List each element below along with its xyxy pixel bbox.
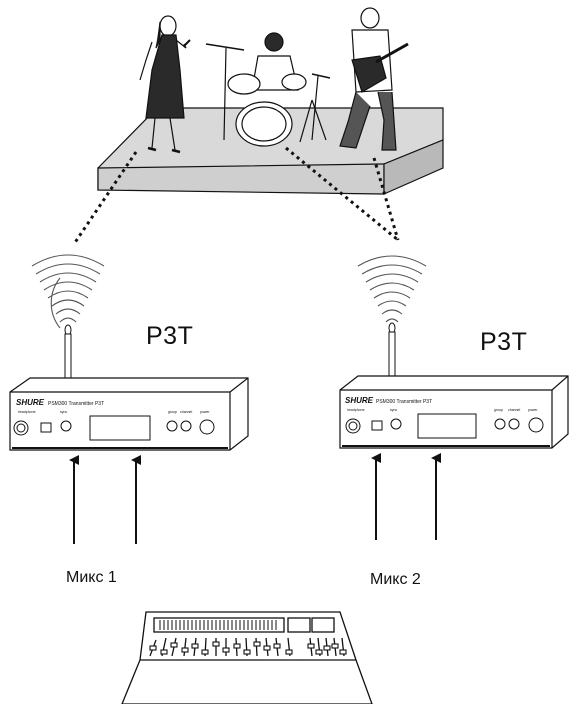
power-label: power — [200, 410, 210, 414]
model-label: PSM300 Transmitter P3T — [376, 399, 432, 405]
sync-button — [390, 418, 402, 430]
power-label: power — [528, 408, 538, 412]
transmitter-right-label: P3T — [480, 328, 528, 356]
transmitter-right: SHURE PSM300 Transmitter P3T headphone s… — [339, 375, 569, 449]
signal-arrows — [69, 453, 441, 544]
mix-2-label: Микс 2 — [370, 571, 421, 588]
headphone-label: headphone — [347, 408, 365, 412]
antenna-icon — [388, 322, 396, 377]
headphone-knob — [345, 418, 361, 434]
singer-icon — [139, 15, 191, 154]
sync-label: sync — [60, 410, 67, 414]
brand-logo: SHURE — [16, 398, 45, 407]
antenna-icon — [64, 324, 72, 381]
display-screen — [417, 413, 477, 439]
stage-link-lines — [72, 146, 400, 245]
power-button — [199, 419, 215, 435]
brand-logo: SHURE — [345, 396, 374, 405]
wireless-signal-icon — [357, 255, 427, 323]
group-label: group — [168, 410, 177, 414]
channel-button — [180, 420, 192, 432]
channel-button — [508, 418, 520, 430]
wireless-signal-icon — [31, 254, 105, 329]
mixing-console-icon — [121, 611, 373, 704]
group-label: group — [494, 408, 503, 412]
channel-label: channel — [180, 410, 192, 414]
headphone-jack — [371, 420, 383, 431]
sync-button — [60, 420, 72, 432]
model-label: PSM300 Transmitter P3T — [48, 401, 104, 407]
sync-label: sync — [390, 408, 397, 412]
group-button — [166, 420, 178, 432]
headphone-knob — [13, 420, 29, 436]
guitarist-icon — [339, 7, 409, 151]
headphone-label: headphone — [18, 410, 36, 414]
drummer-icon — [205, 32, 331, 147]
group-button — [494, 418, 506, 430]
transmitter-left-label: P3T — [146, 322, 194, 350]
channel-label: channel — [508, 408, 520, 412]
headphone-jack — [40, 422, 52, 433]
power-button — [528, 417, 544, 433]
mix-1-label: Микс 1 — [66, 569, 117, 586]
transmitter-left: SHURE PSM300 Transmitter P3T headphone s… — [9, 377, 249, 451]
display-screen — [89, 415, 151, 441]
